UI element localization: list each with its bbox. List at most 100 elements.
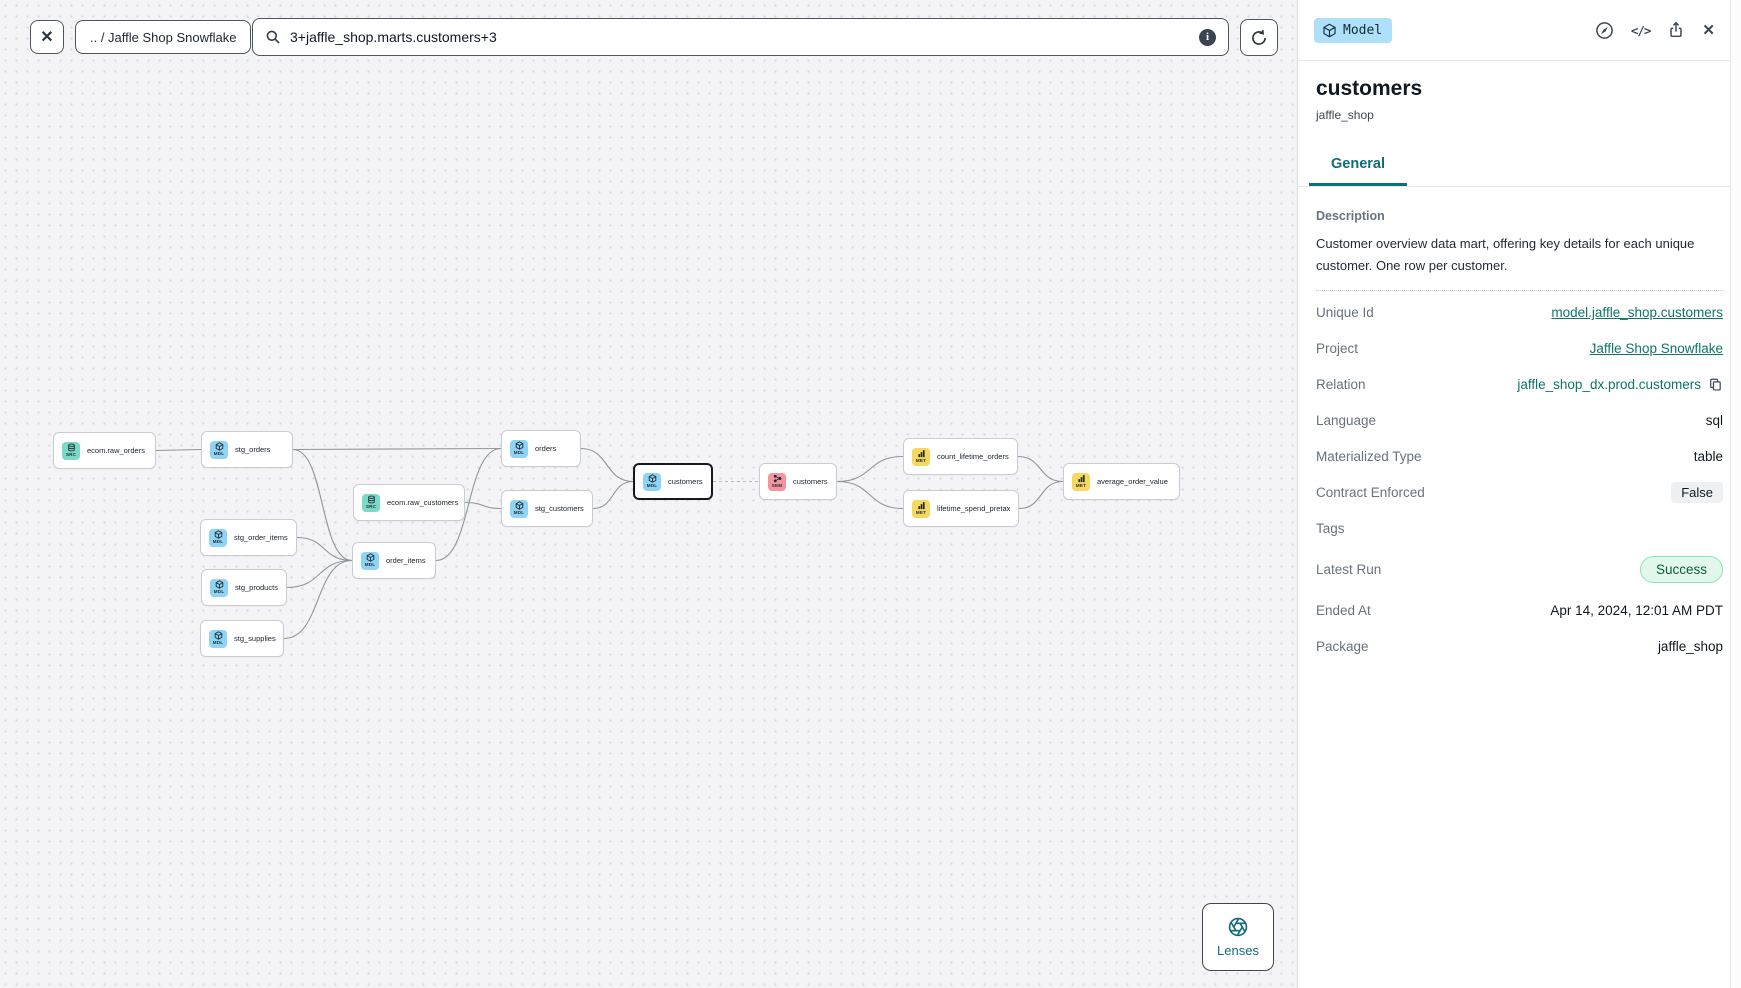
node-label: order_items <box>386 556 426 565</box>
lenses-icon <box>1227 916 1249 938</box>
description-label: Description <box>1316 209 1385 223</box>
edge-stg_customers-to-customers <box>592 480 634 510</box>
field-project: Project Jaffle Shop Snowflake <box>1316 331 1723 367</box>
field-ended-at: Ended At Apr 14, 2024, 12:01 AM PDT <box>1316 593 1723 629</box>
description-text: Customer overview data mart, offering ke… <box>1316 236 1695 273</box>
field-label: Latest Run <box>1316 562 1382 578</box>
model-title: customers <box>1316 77 1423 100</box>
field-value: Apr 14, 2024, 12:01 AM PDT <box>1550 603 1723 619</box>
node-label: average_order_value <box>1097 477 1168 486</box>
mdl-node-icon: MDL <box>643 472 661 491</box>
code-icon[interactable]: </> <box>1630 22 1652 38</box>
field-contract-enforced: Contract Enforced False <box>1316 475 1723 511</box>
field-value: jaffle_shop_dx.prod.customers <box>1517 377 1701 393</box>
src-node-icon: SRC <box>62 441 80 460</box>
field-label: Contract Enforced <box>1316 485 1425 501</box>
resource-type-badge: Model <box>1314 17 1393 43</box>
edge-stg_supplies-to-order_items <box>283 559 353 640</box>
share-icon[interactable] <box>1667 21 1685 39</box>
lenses-label: Lenses <box>1217 943 1259 958</box>
node-stg_order_items[interactable]: MDL stg_order_items <box>200 519 297 556</box>
panel-scrollbar[interactable] <box>1730 0 1741 988</box>
node-label: stg_products <box>235 583 278 592</box>
node-ecom.raw_customers[interactable]: SRC ecom.raw_customers <box>353 484 465 521</box>
model-subtitle: jaffle_shop <box>1316 108 1374 122</box>
field-label: Project <box>1316 341 1359 357</box>
panel-tabs: General <box>1298 148 1741 187</box>
edge-count_lifetime_orders-to-average_order_value <box>1017 455 1064 483</box>
node-stg_supplies[interactable]: MDL stg_supplies <box>200 620 284 657</box>
node-count_lifetime_orders[interactable]: MET count_lifetime_orders <box>903 438 1018 475</box>
edge-ecom.raw_customers-to-stg_customers <box>464 501 502 510</box>
mdl-node-icon: MDL <box>210 578 228 597</box>
field-label: Unique Id <box>1316 305 1374 321</box>
tab-general[interactable]: General <box>1309 148 1407 186</box>
field-value: table <box>1693 449 1723 465</box>
field-label: Tags <box>1316 521 1345 537</box>
node-label: stg_supplies <box>234 634 276 643</box>
panel-header-actions: </> ✕ <box>1595 21 1715 40</box>
edge-order_items-to-orders <box>435 447 502 562</box>
field-value: sql <box>1705 413 1723 429</box>
close-panel-icon[interactable]: ✕ <box>1702 22 1715 39</box>
node-label: customers <box>793 477 828 486</box>
field-value: jaffle_shop <box>1657 639 1723 655</box>
edge-stg_products-to-order_items <box>286 559 353 589</box>
src-node-icon: SRC <box>362 493 380 512</box>
node-label: stg_customers <box>535 504 584 513</box>
mdl-node-icon: MDL <box>209 629 227 648</box>
mdl-node-icon: MDL <box>361 551 379 570</box>
field-tags: Tags <box>1316 511 1723 547</box>
met-node-icon: MET <box>912 447 930 466</box>
field-label: Ended At <box>1316 603 1371 619</box>
sem-node-icon: SEM <box>768 472 786 491</box>
status-badge[interactable]: Success <box>1639 556 1723 584</box>
mdl-node-icon: MDL <box>210 440 228 459</box>
lineage-edges <box>155 447 1064 640</box>
lenses-button[interactable]: Lenses <box>1202 903 1274 971</box>
search-icon <box>265 29 281 45</box>
close-lineage-button[interactable]: ✕ <box>30 20 64 54</box>
edge-stg_orders-to-orders <box>292 447 502 451</box>
edge-ecom.raw_orders-to-stg_orders <box>155 448 202 452</box>
field-unique-id: Unique Id model.jaffle_shop.customers <box>1316 295 1723 331</box>
node-label: stg_order_items <box>234 533 288 542</box>
resource-type-label: Model <box>1343 22 1383 38</box>
search-input[interactable] <box>290 29 1190 45</box>
info-icon[interactable]: i <box>1199 28 1216 46</box>
node-label: count_lifetime_orders <box>937 452 1009 461</box>
field-materialized-type: Materialized Type table <box>1316 439 1723 475</box>
met-node-icon: MET <box>1072 472 1090 491</box>
node-sem.customers[interactable]: SEM customers <box>759 463 837 500</box>
node-orders[interactable]: MDL orders <box>501 430 581 467</box>
cube-icon <box>1322 23 1337 38</box>
details-panel: Model </> ✕ <box>1297 0 1741 988</box>
node-order_items[interactable]: MDL order_items <box>352 542 436 579</box>
node-label: orders <box>535 444 557 453</box>
explore-icon[interactable] <box>1595 21 1614 40</box>
mdl-node-icon: MDL <box>510 439 528 458</box>
lineage-search-bar[interactable]: i <box>252 18 1229 56</box>
field-label: Materialized Type <box>1316 449 1422 465</box>
edge-sem.customers-to-count_lifetime_orders <box>836 455 904 483</box>
node-stg_products[interactable]: MDL stg_products <box>201 569 287 606</box>
copy-icon[interactable] <box>1708 377 1723 392</box>
node-average_order_value[interactable]: MET average_order_value <box>1063 463 1180 500</box>
refresh-button[interactable] <box>1240 19 1278 56</box>
mdl-node-icon: MDL <box>209 528 227 547</box>
field-value-link[interactable]: model.jaffle_shop.customers <box>1551 305 1723 321</box>
node-label: ecom.raw_customers <box>387 498 459 507</box>
field-value-pill: False <box>1671 482 1723 504</box>
field-value-link[interactable]: Jaffle Shop Snowflake <box>1589 341 1723 357</box>
breadcrumb[interactable]: .. / Jaffle Shop Snowflake <box>75 20 252 54</box>
field-label: Relation <box>1316 377 1366 393</box>
edge-sem.customers-to-lifetime_spend_pretax <box>836 480 904 510</box>
